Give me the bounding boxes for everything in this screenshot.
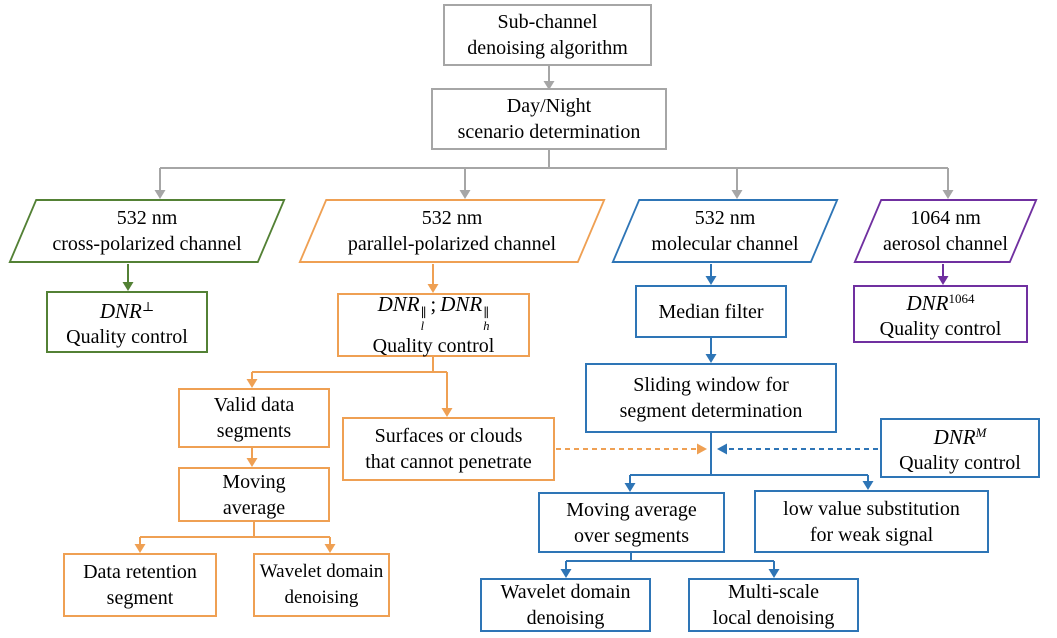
label-line1: 532 nm [694, 207, 756, 229]
math-superscript: ∥ [420, 305, 427, 320]
label-line1: Day/Night [506, 95, 592, 117]
gray-arrowheads [154, 81, 954, 199]
box-qc-cross: DNR⊥ Quality control [46, 291, 208, 353]
label-line2: for weak signal [809, 523, 934, 546]
math-separator: ; [430, 291, 437, 316]
label-line2: that cannot penetrate [365, 451, 532, 473]
box-data-retention-segment: Data retention segment [63, 553, 217, 617]
box-moving-average: Moving average [178, 467, 330, 522]
math-base: DNR [906, 291, 949, 315]
label-line1: Wavelet domain [500, 581, 631, 603]
label-line2: parallel-polarized channel [347, 233, 557, 255]
label-line2: segment [106, 587, 174, 609]
math-base: DNR [933, 425, 976, 449]
label-line2: denoising algorithm [467, 37, 628, 59]
label-line2: scenario determination [457, 121, 641, 143]
label-line1: Median filter [658, 300, 764, 323]
box-wavelet-denoising-parallel: Wavelet domain denoising [253, 553, 390, 617]
orange-connectors [139, 264, 448, 545]
blue-connectors [565, 264, 869, 570]
box-median-filter: Median filter [635, 285, 787, 338]
label-line1: 532 nm [421, 207, 483, 229]
math-base: DNR [99, 299, 142, 323]
label-line1: Wavelet domain [259, 561, 384, 582]
box-qc-molecular: DNRM Quality control [880, 418, 1040, 478]
box-surfaces-clouds: Surfaces or clouds that cannot penetrate [342, 417, 555, 481]
label-line1: Valid data [213, 394, 295, 416]
box-moving-average-segments: Moving average over segments [538, 492, 725, 553]
green-arrowheads [122, 282, 134, 291]
label-line2: segments [216, 420, 292, 442]
label-line2: denoising [284, 587, 359, 608]
dnr-parallel-formula: DNR∥l;DNR∥h [378, 291, 490, 333]
box-wavelet-denoising-molecular: Wavelet domain denoising [480, 578, 651, 632]
label-line2: denoising [526, 607, 605, 629]
label-line1: Surfaces or clouds [374, 425, 523, 447]
math-supsub: ∥l [420, 305, 427, 333]
label-line2: aerosol channel [883, 233, 1008, 255]
label-line1: Sub-channel [497, 11, 598, 33]
purple-arrowheads [937, 276, 949, 285]
math-base: DNR [377, 291, 420, 316]
gray-connectors [159, 66, 949, 192]
box-low-value-substitution: low value substitution for weak signal [754, 490, 989, 553]
dnr-1064-formula: DNR1064 [907, 286, 975, 316]
orange-arrowheads [134, 284, 707, 553]
math-superscript: M [975, 425, 987, 440]
label-line2: Quality control [899, 452, 1021, 474]
channel-cross-polarized: 532 nm cross-polarized channel [8, 199, 286, 263]
label-line1: Moving average [566, 498, 697, 521]
label-line1: 532 nm [116, 207, 178, 229]
label-line2: average [222, 496, 286, 519]
label-line1: Moving [222, 470, 286, 493]
label-line1: Multi-scale [727, 581, 820, 603]
math-subscript: h [483, 319, 490, 333]
channel-aerosol: 1064 nm aerosol channel [853, 199, 1038, 263]
label-line2: Quality control [372, 335, 495, 358]
label-line2: over segments [574, 524, 689, 547]
box-valid-data-segments: Valid data segments [178, 388, 330, 448]
label-line2: local denoising [712, 607, 835, 629]
label-line1: Sliding window for [633, 374, 789, 396]
channel-parallel-polarized: 532 nm parallel-polarized channel [298, 199, 606, 263]
label-line2: molecular channel [651, 233, 799, 255]
box-multiscale-local-denoising: Multi-scale local denoising [688, 578, 859, 632]
math-supsub: ∥h [483, 305, 490, 333]
math-superscript: 1064 [948, 291, 975, 306]
dnr-m-formula: DNRM [934, 420, 987, 450]
label-line1: low value substitution [783, 497, 960, 520]
box-sliding-window: Sliding window for segment determination [585, 363, 837, 433]
node-root: Sub-channel denoising algorithm [443, 4, 652, 66]
math-superscript: ⊥ [141, 299, 155, 314]
label-line1: 1064 nm [910, 207, 981, 229]
label-line2: segment determination [619, 400, 803, 422]
math-superscript: ∥ [483, 305, 489, 320]
math-subscript: l [420, 319, 425, 333]
node-day-night: Day/Night scenario determination [431, 88, 667, 150]
label-line2: Quality control [66, 326, 188, 348]
blue-arrowheads [560, 276, 874, 578]
box-qc-parallel: DNR∥l;DNR∥h Quality control [337, 291, 530, 358]
label-line1: Data retention [83, 561, 197, 583]
box-qc-aerosol: DNR1064 Quality control [853, 285, 1028, 343]
label-line2: cross-polarized channel [52, 233, 242, 255]
label-line2: Quality control [879, 318, 1002, 340]
math-base: DNR [440, 291, 483, 316]
dnr-perp-formula: DNR⊥ [100, 294, 154, 324]
channel-molecular: 532 nm molecular channel [611, 199, 839, 263]
